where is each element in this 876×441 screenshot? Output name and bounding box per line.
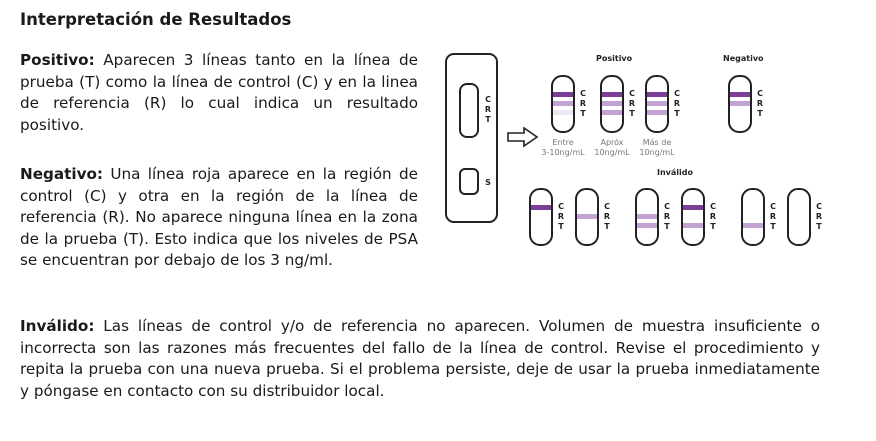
control-line	[647, 92, 667, 97]
test-strip	[787, 188, 811, 246]
test-strip	[645, 75, 669, 133]
sample-well	[459, 168, 479, 195]
test-strip	[575, 188, 599, 246]
positive-label: Positivo:	[20, 51, 95, 69]
test-strip	[635, 188, 659, 246]
arrow-right-icon	[507, 126, 539, 148]
control-line	[683, 205, 703, 210]
reference-line	[637, 214, 657, 219]
control-line	[602, 92, 622, 97]
test-line	[637, 223, 657, 228]
invalid-header: Inválido	[657, 168, 693, 177]
test-line	[553, 110, 573, 115]
test-strip	[600, 75, 624, 133]
result-window	[459, 83, 479, 138]
invalid-label: Inválido:	[20, 317, 95, 335]
test-line	[683, 223, 703, 228]
test-strip	[551, 75, 575, 133]
negative-label: Negativo:	[20, 165, 104, 183]
control-line	[531, 205, 551, 210]
control-line	[730, 92, 750, 97]
cassette-s-label: S	[485, 178, 491, 187]
positive-header: Positivo	[596, 54, 633, 63]
negative-paragraph: Negativo: Una línea roja aparece en la r…	[20, 164, 418, 272]
positive-text: Aparecen 3 líneas tanto en la línea de p…	[20, 51, 418, 134]
reference-line	[647, 101, 667, 106]
reference-line	[602, 101, 622, 106]
negative-text: Una línea roja aparece en la región de c…	[20, 165, 418, 270]
test-strip	[741, 188, 765, 246]
invalid-paragraph: Inválido: Las líneas de control y/o de r…	[20, 316, 820, 402]
test-strip	[728, 75, 752, 133]
negative-header: Negativo	[723, 54, 764, 63]
test-strip	[529, 188, 553, 246]
test-line	[743, 223, 763, 228]
reference-line	[577, 214, 597, 219]
control-line	[553, 92, 573, 97]
page-title: Interpretación de Resultados	[20, 10, 292, 29]
test-line	[602, 110, 622, 115]
reference-line	[553, 101, 573, 106]
positive-paragraph: Positivo: Aparecen 3 líneas tanto en la …	[20, 50, 418, 136]
test-cassette	[445, 53, 498, 223]
test-line	[647, 110, 667, 115]
test-strip	[681, 188, 705, 246]
invalid-text: Las líneas de control y/o de referencia …	[20, 317, 820, 400]
reference-line	[730, 101, 750, 106]
